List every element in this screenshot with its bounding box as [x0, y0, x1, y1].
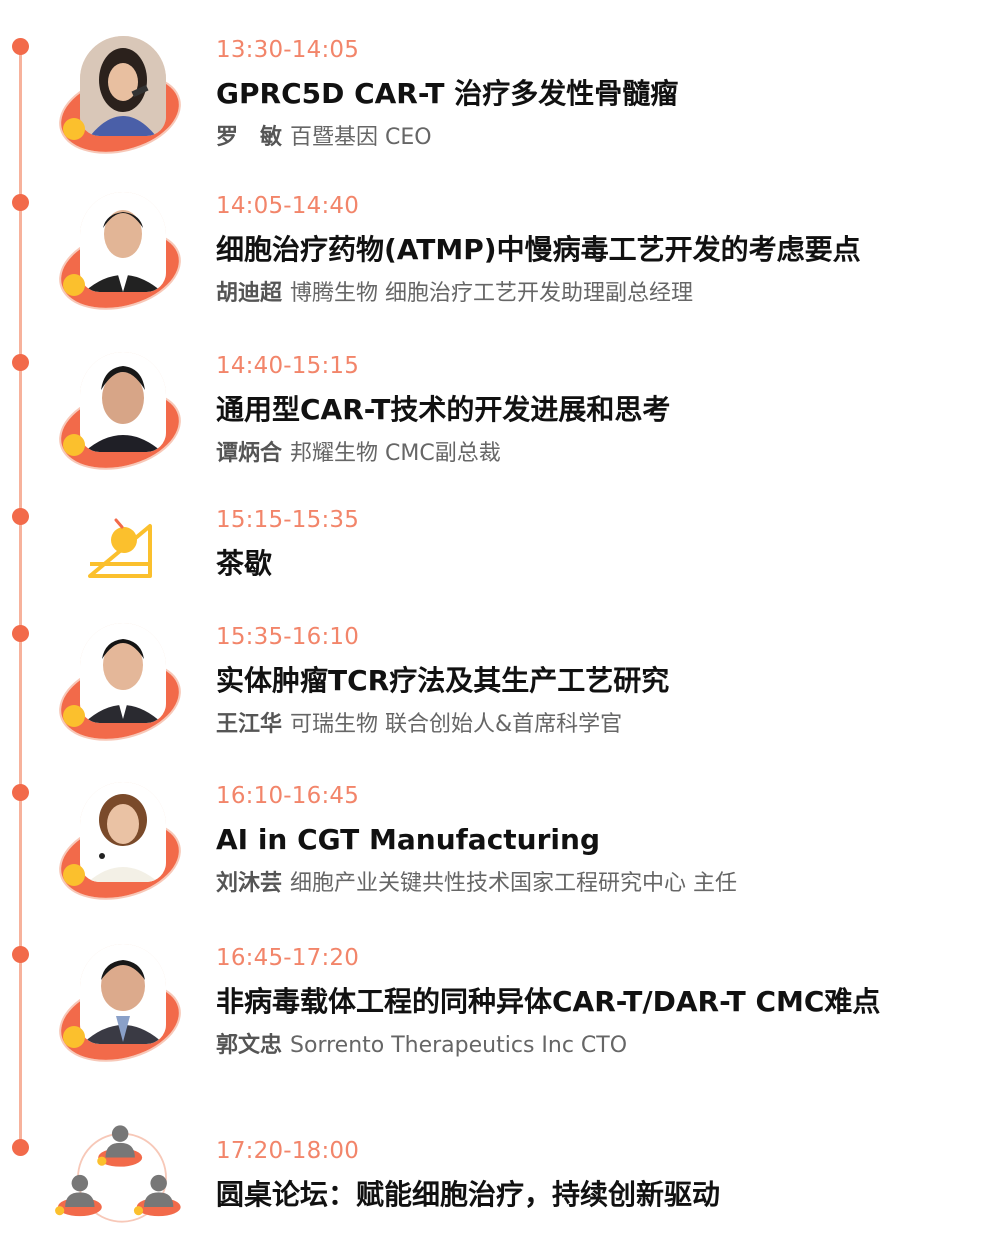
speaker-info: 郭文忠 Sorrento Therapeutics Inc CTO [216, 1032, 880, 1060]
session-title: 非病毒载体工程的同种异体CAR-T/DAR-T CMC难点 [216, 985, 881, 1018]
speaker-info: 刘沐芸细胞产业关键共性技术国家工程研究中心 主任 [216, 870, 737, 898]
speaker-org: 百暨基因 CEO [290, 125, 432, 150]
timeline-dot [12, 946, 29, 963]
timeline-dot [12, 354, 29, 371]
speaker-org: 可瑞生物 联合创始人&首席科学官 [290, 712, 623, 737]
session-title: GPRC5D CAR-T 治疗多发性骨髓瘤 [216, 77, 679, 110]
session-time: 14:40-15:15 [216, 353, 360, 379]
speaker-photo-male [80, 192, 166, 292]
session-time: 16:45-17:20 [216, 945, 360, 971]
avatar [50, 944, 190, 1074]
session-title: 茶歇 [216, 547, 273, 580]
speaker-org: 邦耀生物 CMC副总裁 [290, 441, 501, 466]
session-title: 通用型CAR-T技术的开发进展和思考 [216, 393, 671, 426]
speaker-name: 罗 敏 [216, 125, 283, 150]
avatar [50, 623, 190, 753]
avatar [50, 192, 190, 322]
speaker-org: 细胞产业关键共性技术国家工程研究中心 主任 [290, 871, 738, 896]
speaker-info: 谭炳合邦耀生物 CMC副总裁 [216, 440, 670, 468]
session-time: 14:05-14:40 [216, 193, 360, 219]
timeline-dot [12, 194, 29, 211]
speaker-name: 郭文忠 [216, 1033, 283, 1058]
avatar [50, 36, 190, 166]
session-time: 16:10-16:45 [216, 783, 360, 809]
session-time: 15:35-16:10 [216, 624, 360, 650]
timeline-dot [12, 625, 29, 642]
speaker-photo-male [80, 352, 166, 452]
session-title: 实体肿瘤TCR疗法及其生产工艺研究 [216, 664, 670, 697]
session-title: 圆桌论坛：赋能细胞治疗，持续创新驱动 [216, 1178, 721, 1211]
speaker-info: 罗 敏百暨基因 CEO [216, 124, 678, 152]
speaker-name: 刘沐芸 [216, 871, 283, 896]
speaker-photo-male [80, 944, 166, 1044]
session-time: 15:15-15:35 [216, 507, 360, 533]
roundtable-people-icon [48, 1119, 196, 1239]
speaker-photo-male [80, 623, 166, 723]
speaker-org: 博腾生物 细胞治疗工艺开发助理副总经理 [290, 281, 694, 306]
speaker-org: Sorrento Therapeutics Inc CTO [290, 1033, 628, 1058]
session-title: 细胞治疗药物(ATMP)中慢病毒工艺开发的考虑要点 [216, 233, 861, 266]
avatar [50, 782, 190, 912]
speaker-name: 王江华 [216, 712, 283, 737]
avatar [50, 352, 190, 482]
speaker-name: 谭炳合 [216, 441, 283, 466]
speaker-photo-female [80, 782, 166, 882]
timeline-line [19, 44, 22, 1148]
speaker-info: 胡迪超博腾生物 细胞治疗工艺开发助理副总经理 [216, 280, 861, 308]
session-time: 13:30-14:05 [216, 37, 360, 63]
speaker-info: 王江华可瑞生物 联合创始人&首席科学官 [216, 711, 669, 739]
tea-break-icon [86, 512, 156, 582]
timeline-dot [12, 38, 29, 55]
timeline-dot [12, 508, 29, 525]
speaker-name: 胡迪超 [216, 281, 283, 306]
session-title: AI in CGT Manufacturing [216, 823, 601, 856]
timeline-dot [12, 1139, 29, 1156]
timeline-dot [12, 784, 29, 801]
speaker-photo-female [80, 36, 166, 136]
session-time: 17:20-18:00 [216, 1138, 360, 1164]
